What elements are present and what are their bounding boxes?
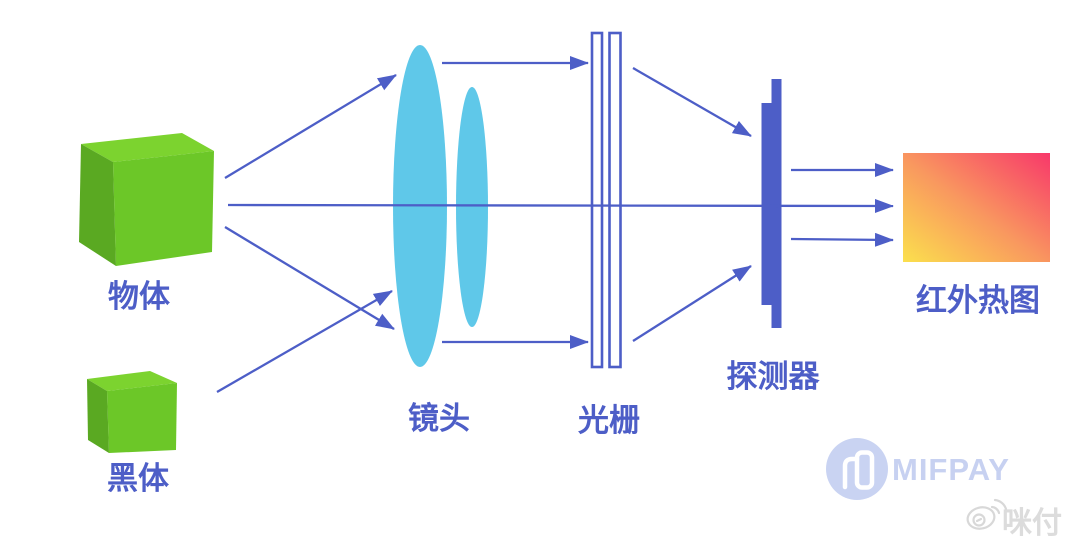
grating-bar — [590, 31, 604, 369]
grating-shape — [590, 31, 622, 369]
detector-sensor-bar — [761, 103, 782, 305]
mifpay-brand-text: MIFPAY — [892, 452, 1010, 487]
object-cube — [79, 133, 214, 266]
blackbody-cube-side — [87, 379, 109, 453]
lens-label: 镜头 — [408, 401, 470, 436]
ray-blackbody-to-lens — [216, 290, 393, 393]
detector-label: 探测器 — [726, 359, 820, 394]
detector-shape — [761, 79, 782, 328]
mifpay-logo-icon — [826, 438, 888, 500]
object-cube-top — [81, 133, 214, 162]
ray-optical-axis — [227, 198, 894, 213]
blackbody-cube-front — [107, 383, 177, 453]
ray-grating-to-detector-top — [632, 67, 752, 137]
ray-object-to-lens-bottom — [224, 226, 395, 330]
ray-grating-to-detector-bottom — [632, 265, 752, 342]
grating-bar — [608, 31, 622, 369]
blackbody-cube-top — [87, 371, 177, 391]
object-cube-side — [79, 144, 116, 266]
ray-object-to-lens-top — [224, 74, 397, 179]
weibo-account-text: 咪付 — [1002, 507, 1062, 540]
lens-rear-element — [456, 87, 488, 327]
blackbody-label: 黑体 — [107, 461, 169, 496]
ray-detector-to-image-bottom — [790, 232, 894, 247]
object-cube-front — [113, 151, 214, 266]
thermal-image-output — [903, 153, 1050, 262]
object-label: 物体 — [108, 279, 170, 314]
blackbody-cube — [87, 371, 177, 453]
grating-label: 光栅 — [578, 403, 640, 438]
weibo-icon — [966, 498, 1008, 530]
light-rays — [216, 56, 894, 393]
thermal-image-label: 红外热图 — [916, 283, 1040, 318]
